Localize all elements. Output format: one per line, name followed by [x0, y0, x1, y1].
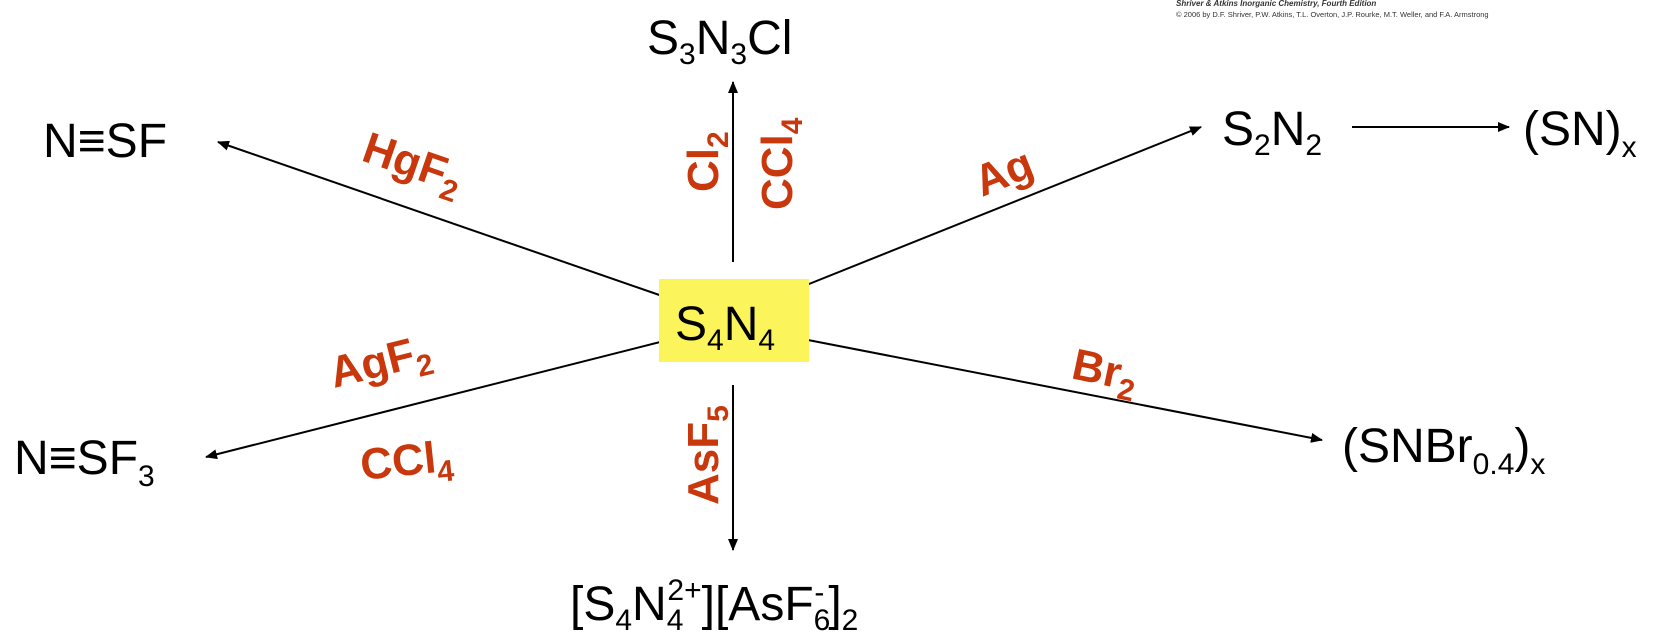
arrow-to-upper-left	[217, 140, 669, 299]
credit-title: Shriver & Atkins Inorganic Chemistry, Fo…	[1176, 0, 1376, 8]
center-species: S4N4	[675, 298, 775, 357]
reagent-hgf2: HgF2	[354, 123, 469, 209]
product-top: S3N3Cl	[647, 12, 792, 71]
reagent-br2: Br2	[1066, 340, 1142, 408]
reagent-asf5: AsF5	[679, 405, 735, 505]
product-upper-right: S2N2	[1222, 103, 1322, 162]
product-bottom: [S4N42+][AsF6-]2	[570, 574, 858, 637]
product-lower-left: N≡SF3	[14, 432, 155, 493]
reagent-ccl4-top: CCl4	[753, 117, 809, 210]
reagent-cl2: Cl2	[679, 131, 735, 192]
arrow-to-upper-right	[793, 126, 1202, 291]
arrow-to-lower-right	[807, 339, 1323, 443]
credit-copyright: © 2006 by D.F. Shriver, P.W. Atkins, T.L…	[1176, 10, 1489, 19]
arrow-to-lower-left	[205, 339, 669, 460]
reagent-agf2: AgF2	[325, 325, 438, 404]
product-far-right: (SN)x	[1523, 103, 1637, 164]
center-highlight	[659, 279, 809, 362]
reagent-ccl4-left: CCl4	[358, 432, 456, 497]
product-upper-left: N≡SF	[43, 115, 167, 168]
product-lower-right: (SNBr0.4)x	[1342, 420, 1545, 481]
